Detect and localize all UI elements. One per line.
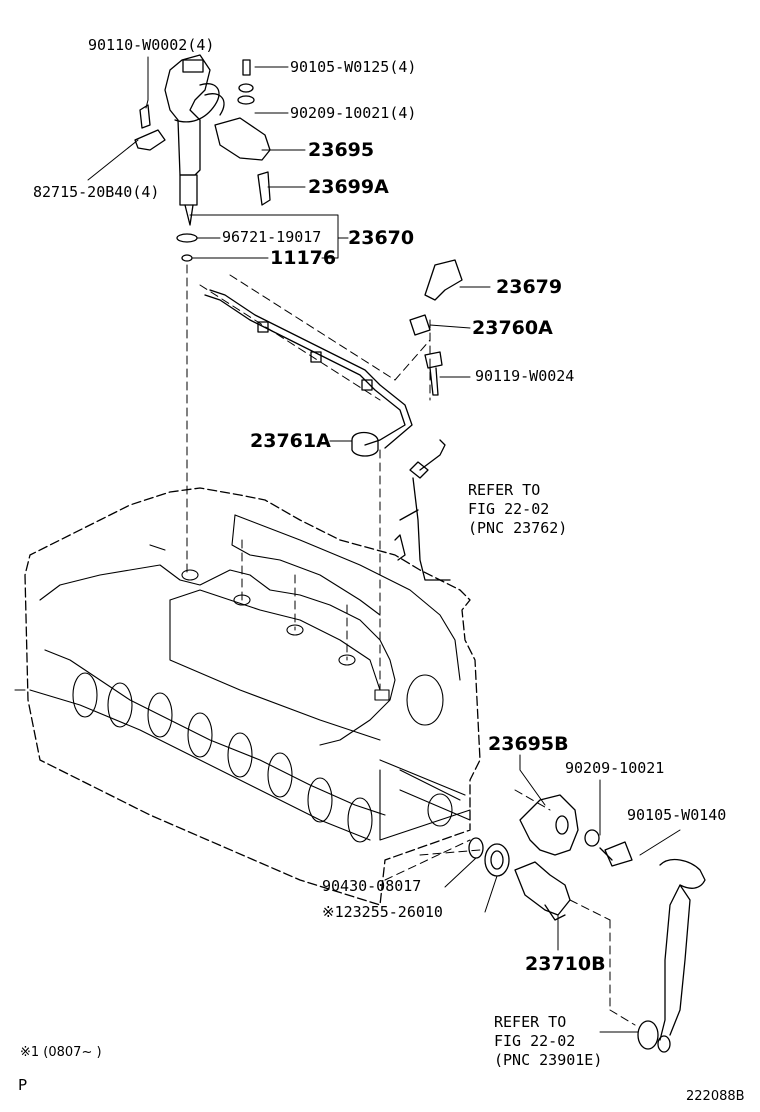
part-label-23695b[interactable]: 23695B [488,733,569,755]
part-label-90105-w0125[interactable]: 90105-W0125(4) [290,58,417,76]
marker-p: P [18,1076,28,1094]
reference-note-line-3: (PNC 23762) [468,519,568,537]
part-label-23761a[interactable]: 23761A [250,430,331,452]
part-label-90105-w0140[interactable]: 90105-W0140 [627,806,727,824]
reference-note-2-line-3: (PNC 23901E) [494,1051,603,1069]
engine-block-details [14,514,471,843]
part-label-90209-10021-a[interactable]: 90209-10021(4) [290,104,417,122]
footnote: ※1 (0807~ ) [20,1045,102,1060]
injector-assembly [134,54,271,262]
part-label-11176[interactable]: 11176 [270,247,337,269]
reference-note-2-line-2[interactable]: FIG 22-02 [494,1032,576,1050]
part-label-23679[interactable]: 23679 [496,276,563,298]
figure-code: 222088B [686,1089,745,1104]
part-label-90110-w0002[interactable]: 90110-W0002(4) [88,36,215,54]
part-label-90209-10021-b[interactable]: 90209-10021 [565,759,665,777]
reference-note-2-line-1: REFER TO [494,1013,567,1031]
part-label-23710b[interactable]: 23710B [525,953,606,975]
part-label-23670[interactable]: 23670 [348,227,415,249]
part-label-96721-19017[interactable]: 96721-19017 [222,228,322,246]
part-label-82715-20b40[interactable]: 82715-20B40(4) [33,183,160,201]
lower-assembly [468,794,706,1053]
alignment-lines [186,264,636,1026]
engine-block [24,487,481,906]
part-label-23699a[interactable]: 23699A [308,176,389,198]
part-label-23695[interactable]: 23695 [308,139,375,161]
reference-note-line-2[interactable]: FIG 22-02 [468,500,550,518]
part-label-23760a[interactable]: 23760A [472,317,553,339]
reference-note-line-1: REFER TO [468,481,541,499]
leader-lines [87,56,681,1033]
return-pipe-assembly [204,259,463,581]
part-label-90119-w0024[interactable]: 90119-W0024 [475,367,575,385]
part-label-123255-26010[interactable]: ※123255-26010 [322,903,443,921]
part-label-90430-08017[interactable]: 90430-08017 [322,877,422,895]
